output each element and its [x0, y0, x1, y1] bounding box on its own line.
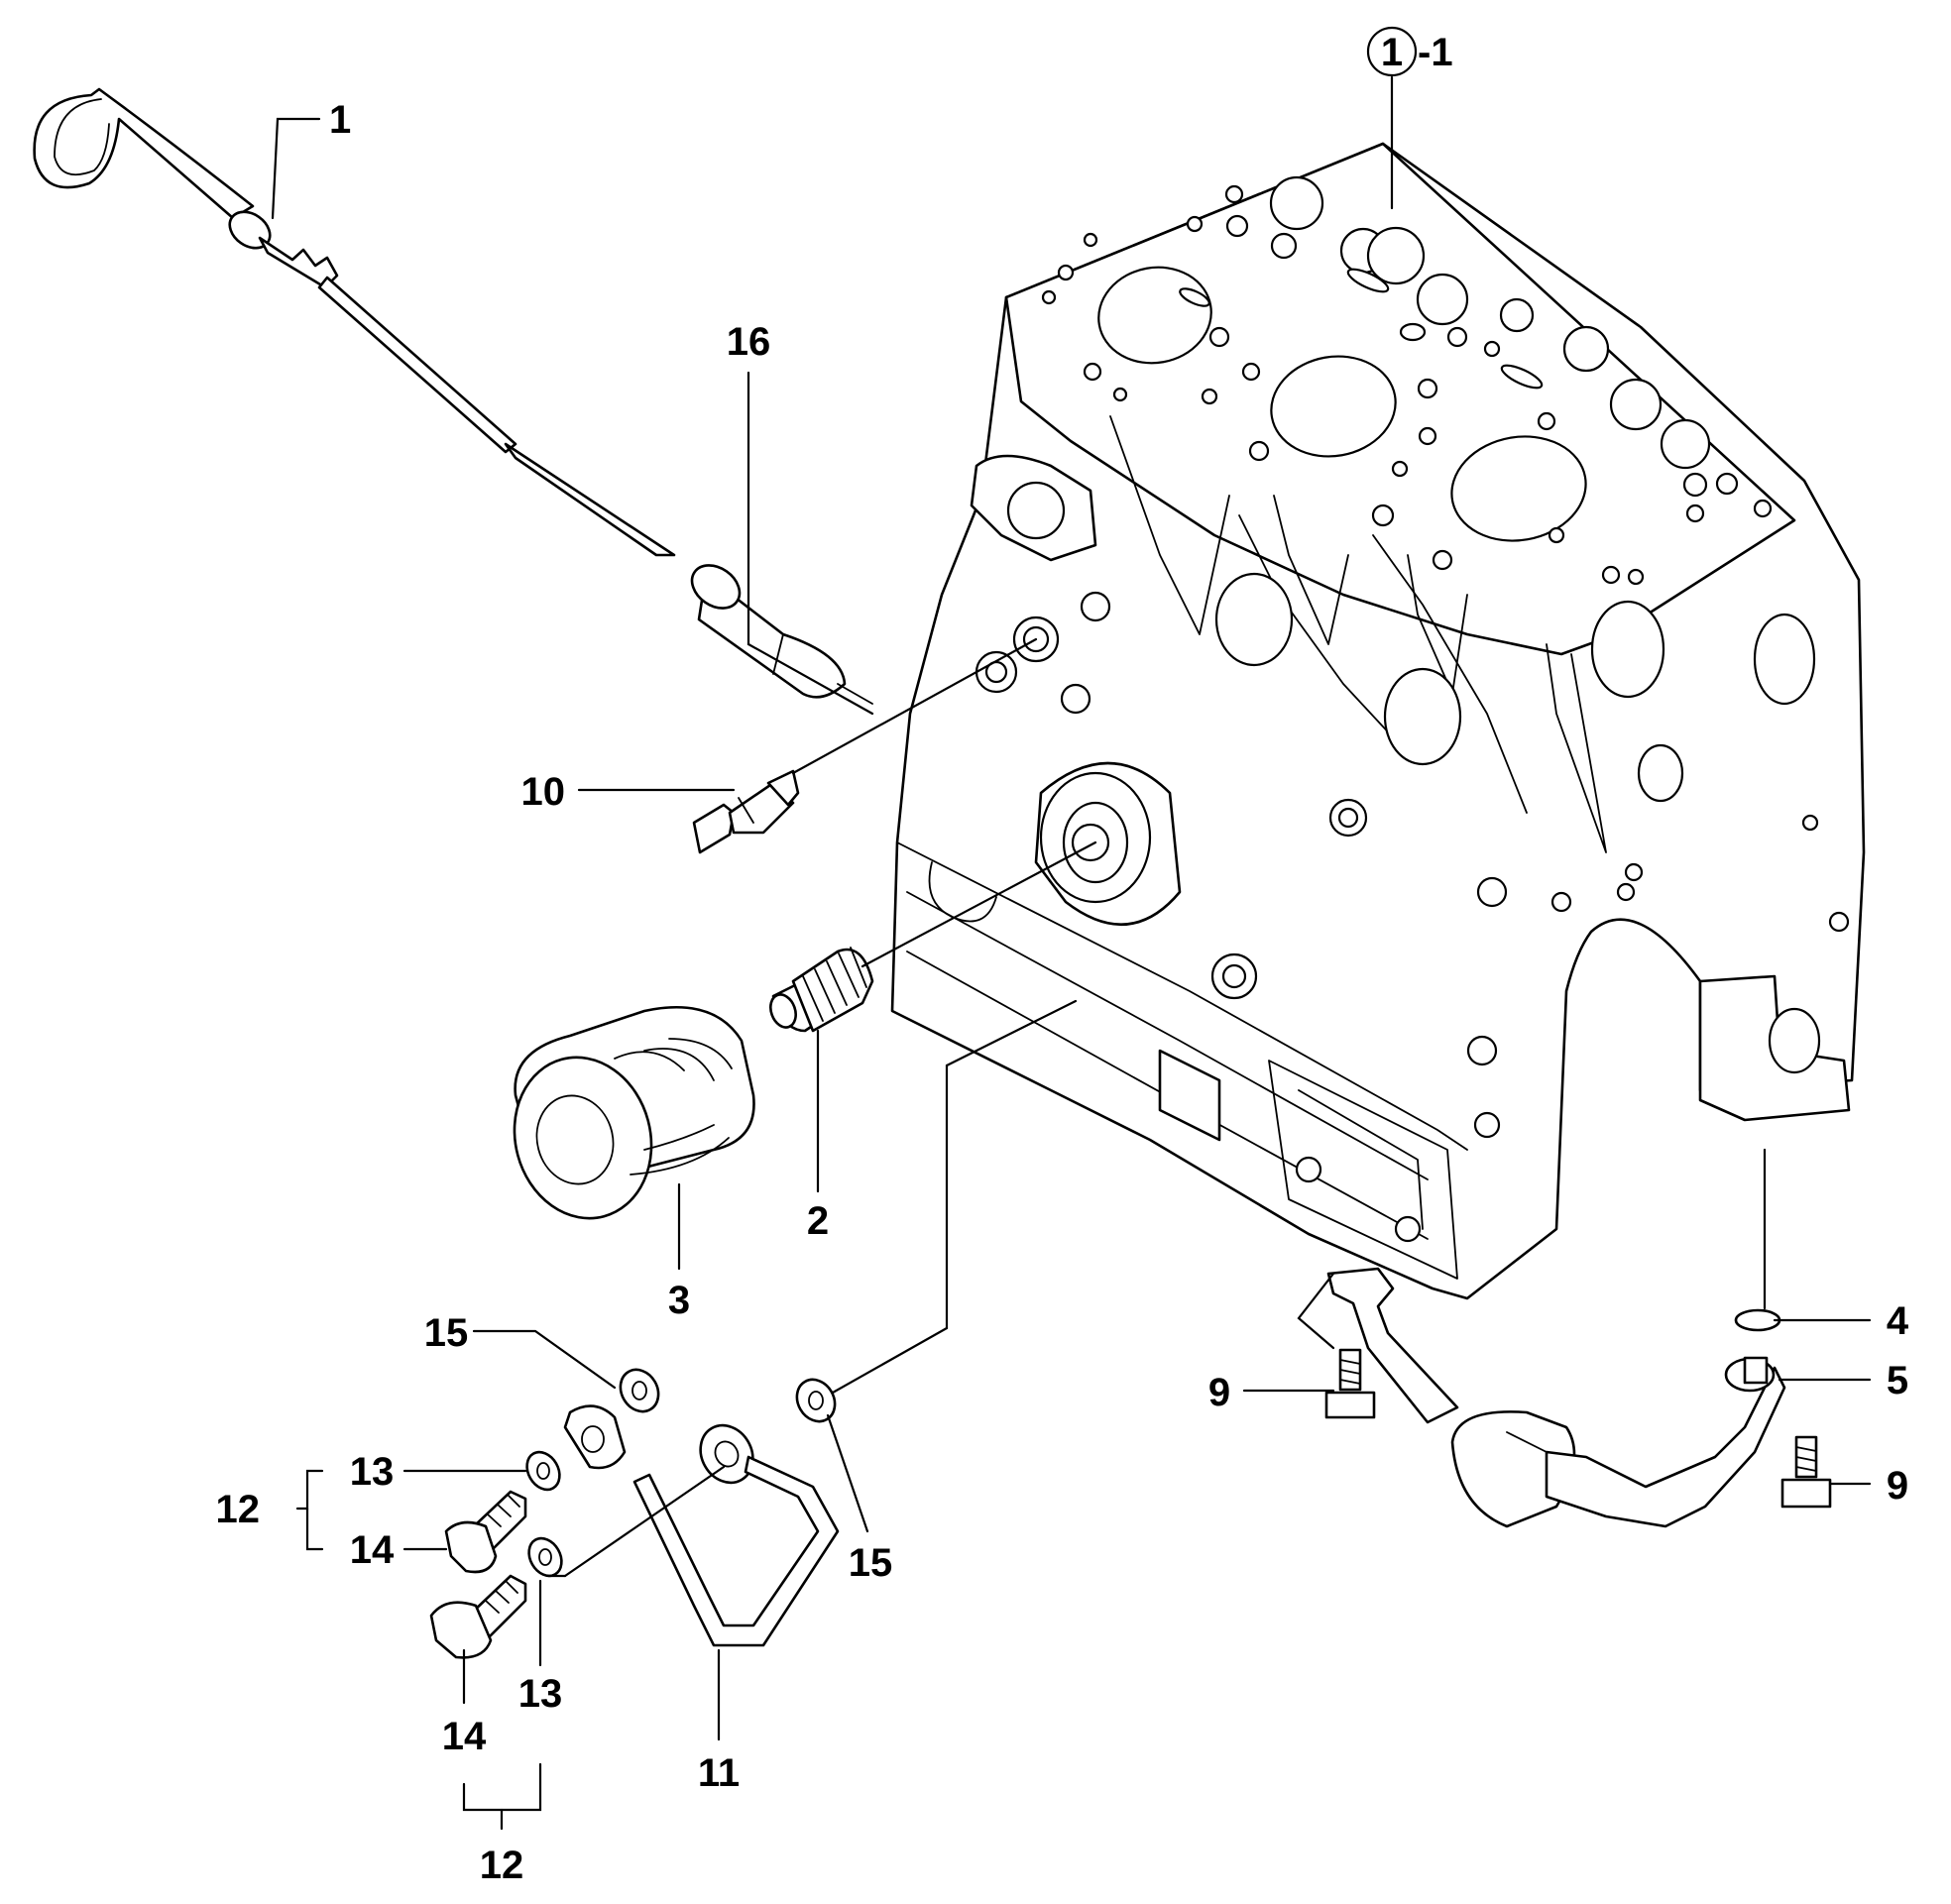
filter-center-bolt — [769, 947, 874, 1033]
label-washer-15-top: 15 — [424, 1311, 469, 1355]
bolt-9-right — [1780, 1435, 1832, 1509]
dipstick-guide-pipe — [690, 564, 873, 705]
cylinder-block — [890, 142, 1866, 1300]
oil-filter — [513, 1005, 755, 1220]
label-set-12-bottom: 12 — [480, 1844, 524, 1887]
label-pipe: 11 — [698, 1751, 740, 1795]
reference-circle — [1366, 26, 1418, 77]
label-set-12-top: 12 — [216, 1488, 261, 1531]
label-bolt-14-top: 14 — [350, 1528, 395, 1572]
washer-13-bottom — [527, 1536, 563, 1578]
label-union-bolt: 2 — [807, 1199, 829, 1243]
ref-circle-label: 1 — [1381, 31, 1403, 74]
label-oil-switch: 10 — [521, 770, 566, 814]
washer-13-top — [525, 1450, 561, 1492]
label-washer-13-bottom: 13 — [518, 1672, 563, 1716]
label-oil-filter: 3 — [668, 1279, 690, 1322]
o-ring — [1734, 1308, 1781, 1332]
label-strainer: 5 — [1887, 1359, 1908, 1402]
gasket-holes — [1041, 175, 1773, 586]
label-washer-15-bottom: 15 — [849, 1541, 893, 1585]
bolt-14-bottom — [429, 1574, 527, 1659]
bolt-9-left — [1324, 1348, 1376, 1419]
label-bolt-14-bottom: 14 — [442, 1715, 487, 1758]
label-washer-13-top: 13 — [350, 1450, 395, 1494]
label-bolt-left: 9 — [1208, 1371, 1230, 1414]
washer-15-right — [795, 1378, 837, 1423]
label-o-ring: 4 — [1887, 1299, 1909, 1343]
label-guide-pipe: 16 — [727, 320, 771, 364]
dipstick — [33, 87, 676, 557]
bolt-14-top — [444, 1490, 527, 1574]
washer-15-top — [619, 1368, 660, 1413]
oil-pipe — [563, 1404, 840, 1647]
oil-strainer — [1326, 1267, 1786, 1528]
leader-lines — [271, 75, 1872, 1831]
oil-pressure-switch — [692, 769, 800, 854]
label-bolt-right: 9 — [1887, 1464, 1908, 1508]
ref-suffix-label: -1 — [1418, 31, 1453, 74]
label-dipstick: 1 — [329, 98, 351, 142]
